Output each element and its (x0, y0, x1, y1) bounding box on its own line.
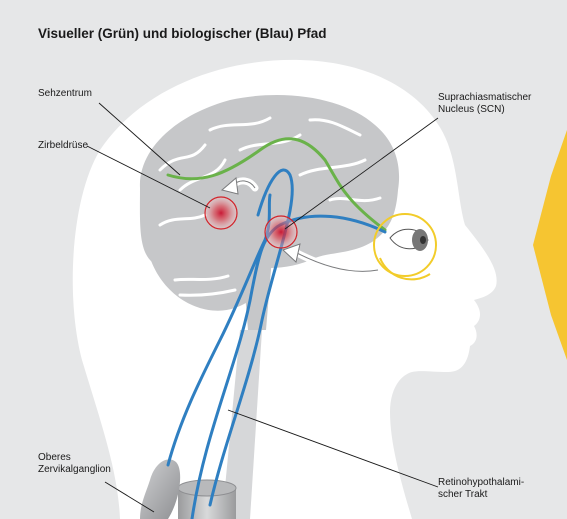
label-sehzentrum: Sehzentrum (38, 88, 92, 100)
label-zirbeldruese: Zirbeldrüse (38, 140, 88, 152)
scn-gland (265, 216, 297, 248)
label-ganglion-line2: Zervikalganglion (38, 464, 111, 476)
label-retinohypothalamischer-trakt: Retinohypothalami- scher Trakt (438, 477, 524, 501)
label-scn-line2: Nucleus (SCN) (438, 104, 531, 116)
label-scn-line1: Suprachiasmatischer (438, 92, 531, 104)
label-ganglion-line1: Oberes (38, 452, 111, 464)
label-trakt-line2: scher Trakt (438, 489, 524, 501)
vertebra-cylinder (178, 480, 236, 519)
label-zervikalganglion: Oberes Zervikalganglion (38, 452, 111, 476)
zirbeldruese-gland (205, 197, 237, 229)
diagram-title: Visueller (Grün) und biologischer (Blau)… (38, 26, 327, 41)
label-trakt-line1: Retinohypothalami- (438, 477, 524, 489)
label-scn: Suprachiasmatischer Nucleus (SCN) (438, 92, 531, 116)
